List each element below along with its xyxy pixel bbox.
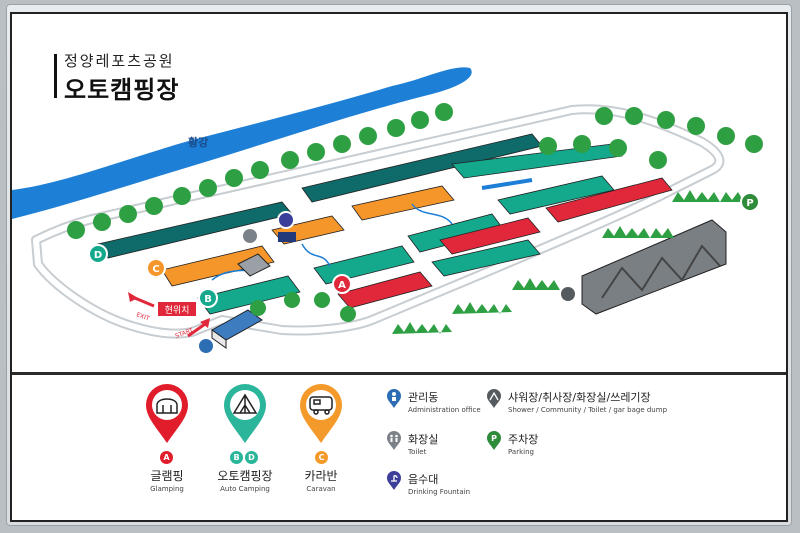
glamping-tent-icon — [156, 398, 178, 414]
caravan-label: 카라반 Caravan — [304, 469, 338, 493]
admin-label-en: Administration office — [408, 406, 481, 414]
svg-text:현위치: 현위치 — [165, 304, 190, 316]
parking-icon: P — [487, 431, 501, 450]
zone-marker-c[interactable]: C — [146, 258, 166, 278]
admin-label: 관리동 — [408, 391, 439, 404]
zone-marker-a[interactable]: A — [332, 274, 352, 294]
shrubs — [392, 190, 744, 334]
svg-text:P: P — [491, 434, 497, 443]
glamping-pin — [146, 384, 188, 443]
toilet-label-en: Toilet — [408, 448, 427, 456]
legend-parking: P 주차장 Parking — [486, 431, 538, 456]
legend-toilet: 화장실 Toilet — [386, 431, 438, 456]
auto-camping-pin — [224, 384, 266, 443]
trees-river — [67, 103, 453, 239]
toilet-building — [237, 253, 271, 277]
svg-text:A: A — [338, 280, 346, 291]
river-label: 황강 — [188, 136, 209, 149]
caravan-letters: C — [315, 451, 328, 464]
site-strip-a3 — [545, 177, 673, 223]
site-strip-b4 — [497, 175, 615, 215]
zone-marker-b[interactable]: B — [198, 288, 218, 308]
site-strip-a2 — [439, 217, 541, 255]
toilet-marker — [241, 227, 259, 245]
title-accent-bar — [54, 54, 57, 98]
caravan-pin — [300, 384, 342, 443]
zone-marker-d[interactable]: D — [88, 244, 108, 264]
shower-label-en: Shower / Community / Toilet / gar bage d… — [508, 406, 668, 414]
letter-badge: A — [160, 451, 173, 464]
map-illustration: D C B A P — [12, 67, 763, 355]
campsite-map-sign: D C B A P — [10, 12, 788, 522]
trees-east — [250, 107, 763, 322]
park-name: 정양레포츠공원 — [64, 52, 175, 70]
parking-label: 주차장 — [508, 433, 539, 446]
svg-text:B: B — [204, 294, 212, 305]
fountain-label: 음수대 — [408, 473, 439, 486]
toilet-icon — [387, 431, 401, 450]
svg-text:C: C — [152, 264, 159, 275]
svg-text:EXIT: EXIT — [135, 311, 150, 322]
admin-marker — [197, 337, 215, 355]
admin-person-icon — [387, 389, 401, 408]
glamping-label: 글램핑 Glamping — [150, 469, 184, 493]
auto-camping-label: 오토캠핑장 Auto Camping — [217, 469, 273, 493]
letter-badge: C — [315, 451, 328, 464]
parking-label-en: Parking — [508, 448, 534, 456]
shower-icon — [487, 389, 501, 408]
campsite-map: D C B A P — [12, 14, 786, 372]
glamping-letters: A — [160, 451, 173, 464]
auto-camping-letters: B D — [230, 451, 258, 464]
toilet-label: 화장실 — [408, 433, 439, 446]
letter-badge: B — [230, 451, 243, 464]
shower-marker — [559, 285, 577, 303]
site-strip-a1 — [337, 271, 433, 309]
fountain-marker — [277, 211, 295, 229]
parking-marker[interactable]: P — [740, 192, 760, 212]
legend-shower: 샤워장/취사장/화장실/쓰레기장 Shower / Community / To… — [486, 389, 667, 414]
fountain-icon — [387, 471, 401, 490]
letter-badge: D — [245, 451, 258, 464]
svg-text:D: D — [94, 250, 102, 261]
legend-divider — [12, 372, 786, 375]
fountain-label-en: Drinking Fountain — [408, 488, 471, 496]
map-legend: A 글램핑 Glamping B D 오토캠핑장 Auto Camping — [12, 375, 786, 520]
camping-tent-icon — [232, 393, 258, 414]
site-strip-b1 — [197, 275, 301, 315]
site-strip-c1 — [161, 245, 275, 287]
site-strip-c3 — [351, 185, 455, 221]
site-strip-b5 — [431, 239, 541, 277]
here-badge — [158, 302, 196, 316]
page-title: 오토캠핑장 — [64, 76, 180, 104]
shower-label: 샤워장/취사장/화장실/쓰레기장 — [508, 391, 651, 404]
caravan-icon — [309, 396, 333, 415]
legend-admin: 관리동 Administration office — [386, 389, 481, 414]
legend-fountain: 음수대 Drinking Fountain — [386, 471, 470, 496]
shower-building — [581, 219, 727, 315]
svg-text:P: P — [746, 198, 753, 209]
river — [12, 67, 472, 219]
